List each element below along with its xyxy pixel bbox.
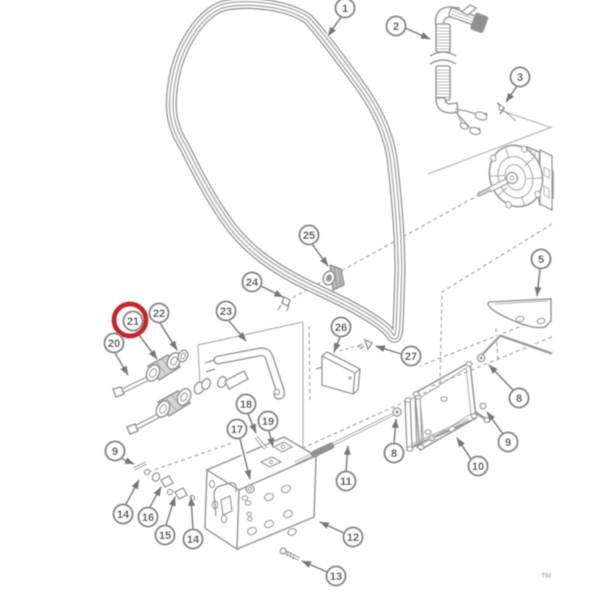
svg-text:10: 10 <box>472 461 484 473</box>
svg-text:23: 23 <box>220 306 232 318</box>
svg-text:19: 19 <box>262 416 274 428</box>
svg-text:27: 27 <box>405 351 417 363</box>
svg-text:5: 5 <box>538 254 544 266</box>
svg-text:13: 13 <box>330 571 342 583</box>
svg-text:8: 8 <box>516 393 522 405</box>
svg-text:12: 12 <box>347 532 359 544</box>
svg-text:25: 25 <box>303 230 315 242</box>
svg-text:16: 16 <box>142 512 154 524</box>
svg-text:22: 22 <box>153 308 165 320</box>
svg-text:18: 18 <box>240 399 252 411</box>
svg-text:26: 26 <box>335 322 347 334</box>
svg-text:17: 17 <box>231 424 243 436</box>
svg-text:14: 14 <box>117 509 130 521</box>
svg-text:20: 20 <box>108 338 120 350</box>
svg-text:9: 9 <box>112 446 118 458</box>
svg-text:1: 1 <box>342 3 348 15</box>
svg-text:24: 24 <box>246 277 259 289</box>
svg-text:8: 8 <box>391 448 397 460</box>
svg-text:3: 3 <box>517 72 523 84</box>
svg-text:TM: TM <box>541 573 551 580</box>
svg-text:14: 14 <box>187 534 200 546</box>
svg-text:2: 2 <box>393 21 399 33</box>
svg-text:9: 9 <box>505 437 511 449</box>
svg-text:15: 15 <box>159 530 171 542</box>
svg-text:21: 21 <box>127 316 139 328</box>
svg-text:11: 11 <box>340 476 352 488</box>
